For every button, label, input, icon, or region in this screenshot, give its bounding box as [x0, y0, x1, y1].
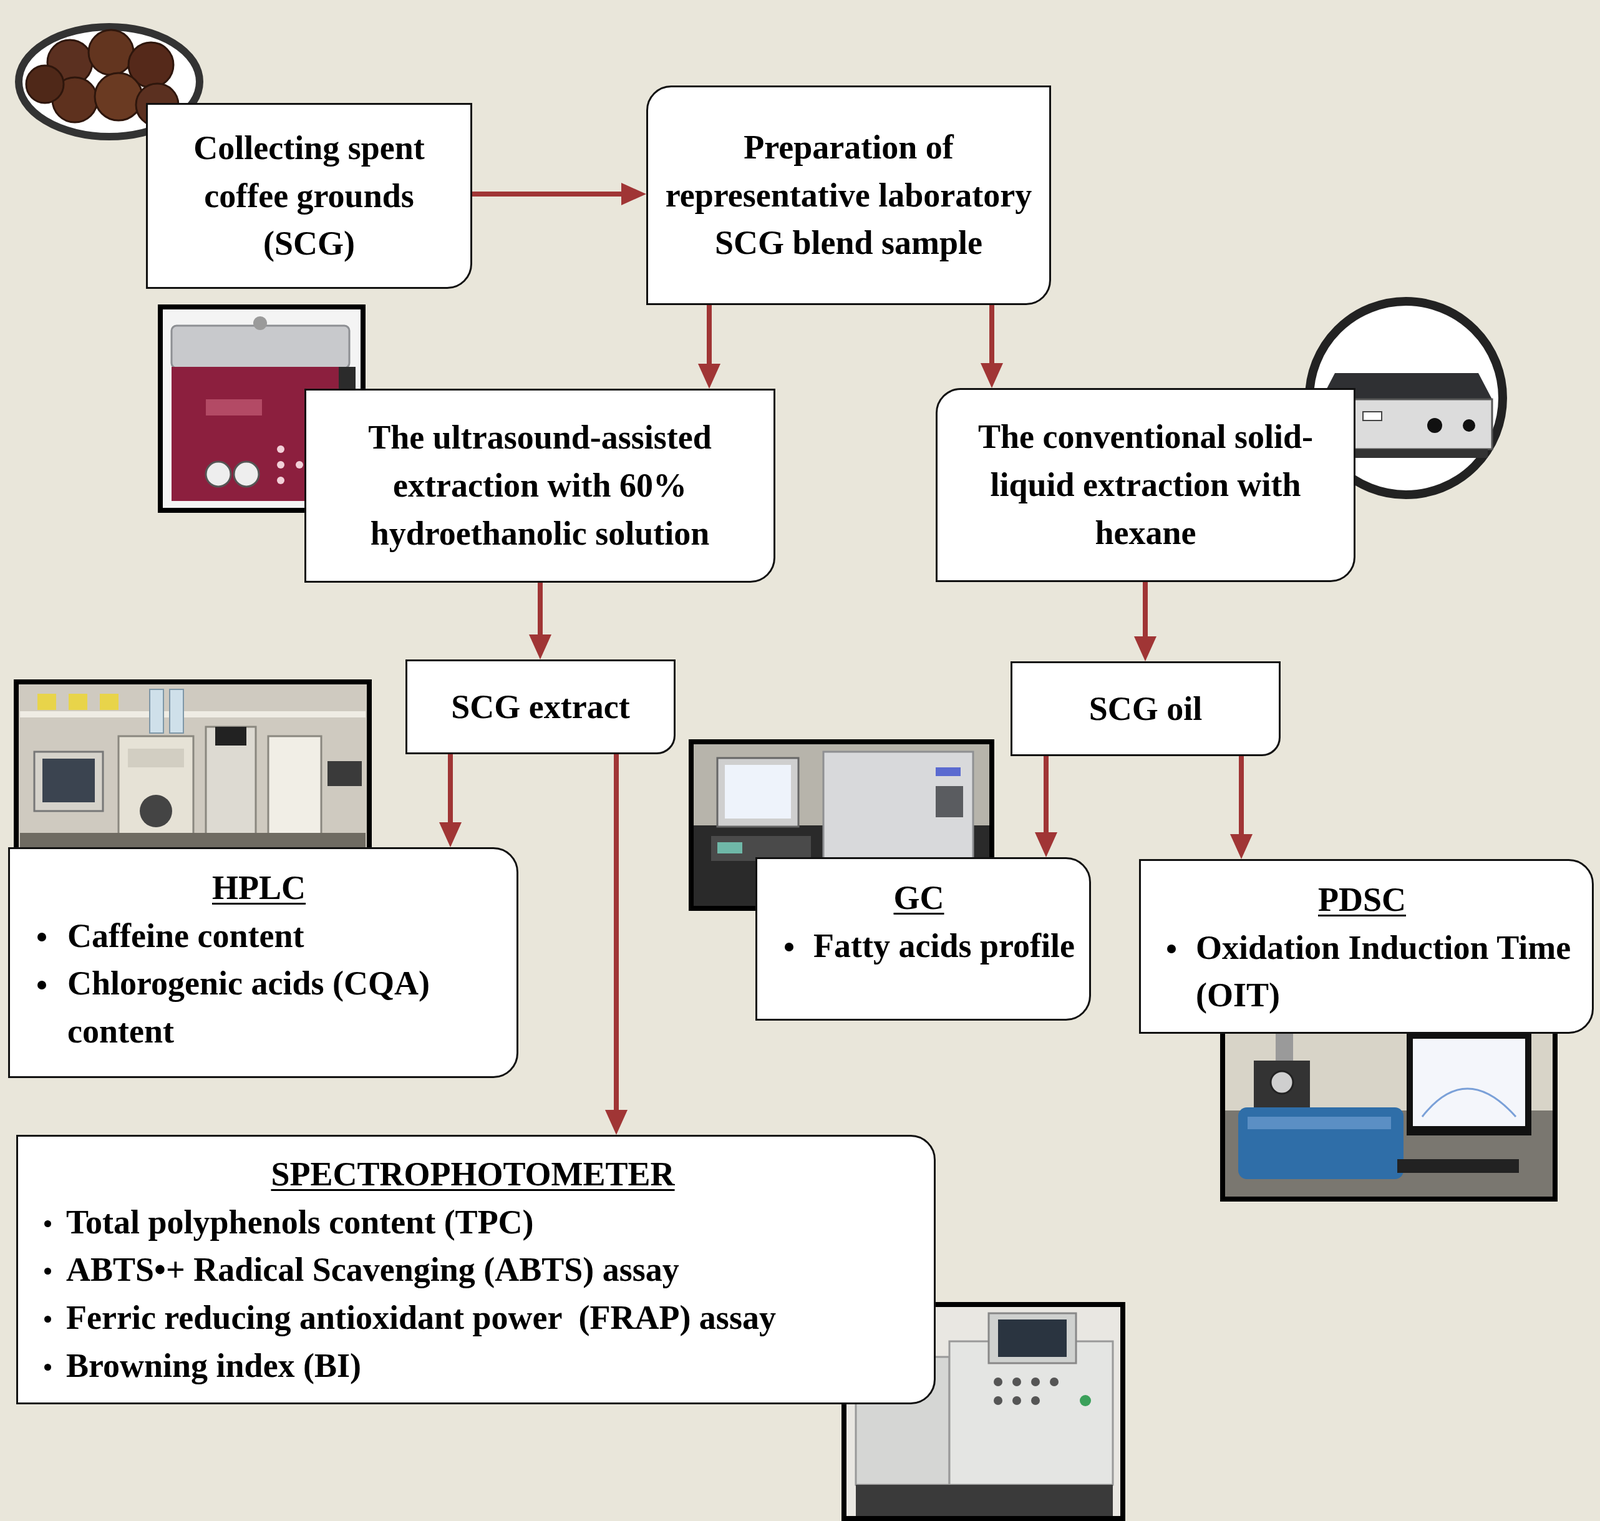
bullet-text: Caffeine content [67, 916, 304, 955]
bullet-dot [1167, 944, 1176, 954]
flow-arrow [472, 191, 634, 197]
bullet-dot [44, 1220, 52, 1227]
analysis-box: SPECTROPHOTOMETER Total polyphenols conte… [16, 1134, 936, 1405]
bullet-item: ABTS•+ Radical Scavenging (ABTS) assay [18, 1245, 928, 1294]
flow-arrow [447, 754, 453, 835]
process-box: Collecting spent coffee grounds (SCG) [145, 102, 473, 289]
bullet-text: ABTS•+ Radical Scavenging (ABTS) assay [66, 1250, 680, 1289]
product-box: SCG oil [1010, 661, 1281, 757]
product-box: SCG extract [405, 659, 676, 755]
analysis-box: GC Fatty acids profile [755, 857, 1091, 1021]
section-heading: SPECTROPHOTOMETER [18, 1150, 928, 1199]
bullet-dot [784, 942, 794, 952]
bullet-text: Oxidation Induction Time (OIT) [1195, 928, 1580, 1015]
bullet-item: Caffeine content [9, 911, 508, 960]
pdsc-photo [1222, 1020, 1556, 1199]
box-label: SCG extract [450, 683, 630, 732]
section-heading: HPLC [9, 863, 508, 912]
bullet-dot [44, 1315, 52, 1323]
box-label: The conventional solid-liquid extraction… [948, 412, 1343, 557]
flow-arrow [613, 754, 619, 1123]
bullet-text: Chlorogenic acids (CQA) content [67, 964, 438, 1050]
bullet-item: Fatty acids profile [757, 921, 1081, 970]
bullet-dot [44, 1363, 52, 1371]
process-box: The conventional solid-liquid extraction… [935, 387, 1356, 582]
bullet-text: Ferric reducing antioxidant power (FRAP)… [66, 1298, 776, 1337]
flow-arrow [537, 582, 543, 647]
bullet-item: Oxidation Induction Time (OIT) [1140, 923, 1584, 1020]
flow-arrow [1238, 756, 1244, 847]
section-heading: GC [757, 873, 1081, 922]
analysis-box: HPLC Caffeine contentChlorogenic acids (C… [8, 847, 519, 1078]
bullet-dot [44, 1267, 52, 1275]
flow-arrow [1043, 756, 1049, 845]
bullet-text: Total polyphenols content (TPC) [66, 1203, 534, 1241]
bullet-item: Total polyphenols content (TPC) [18, 1198, 928, 1247]
box-label: The ultrasound-assisted extraction with … [321, 413, 759, 558]
process-box: Preparation of representative laboratory… [646, 85, 1052, 306]
flow-arrow [706, 305, 712, 377]
flow-arrow [1142, 581, 1148, 649]
bullet-item: Browning index (BI) [18, 1341, 928, 1390]
process-box: The ultrasound-assisted extraction with … [304, 388, 776, 583]
bullet-text: Browning index (BI) [66, 1346, 362, 1385]
box-label: SCG oil [1089, 684, 1203, 733]
hplc-photo [16, 681, 370, 853]
box-label: Collecting spent coffee grounds (SCG) [162, 124, 456, 268]
bullet-dot [37, 932, 47, 942]
analysis-box: PDSCOxidation Induction Time (OIT) [1139, 858, 1594, 1034]
section-heading: PDSC [1140, 875, 1584, 924]
flow-arrow [989, 305, 995, 376]
bullet-item: Ferric reducing antioxidant power (FRAP)… [18, 1293, 928, 1342]
box-label: Preparation of representative laboratory… [663, 123, 1035, 267]
bullet-dot [37, 980, 47, 990]
bullet-item: Chlorogenic acids (CQA) content [9, 959, 508, 1055]
bullet-text: Fatty acids profile [813, 926, 1075, 965]
